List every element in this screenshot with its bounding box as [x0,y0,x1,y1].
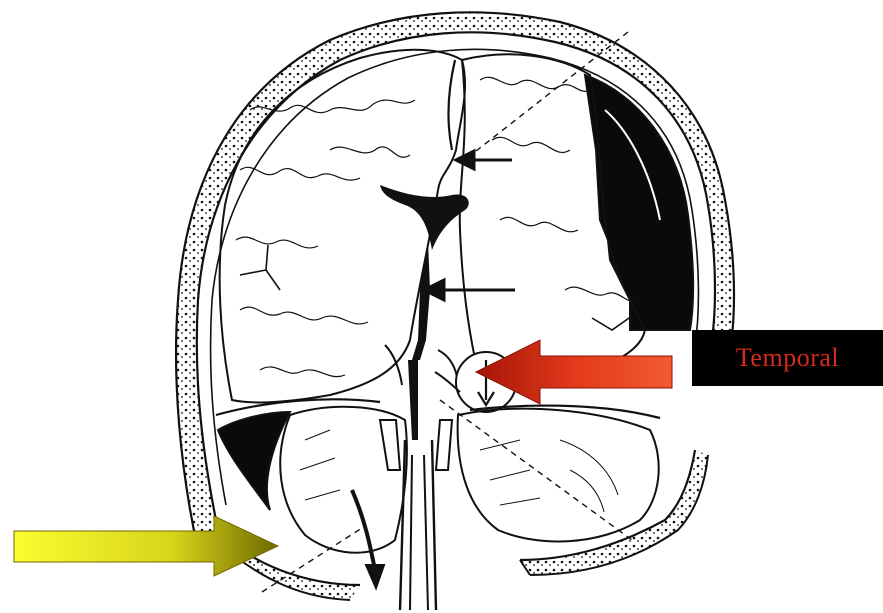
yellow-arrow-icon [14,516,278,576]
temporal-label: Temporal [736,343,839,373]
dashed-lines [262,32,632,592]
ventricles [380,185,469,440]
temporal-label-box: Temporal [692,330,883,386]
right-cerebellum [458,409,659,542]
posterior-fossa [216,399,708,610]
skull-base-dots [230,450,708,600]
